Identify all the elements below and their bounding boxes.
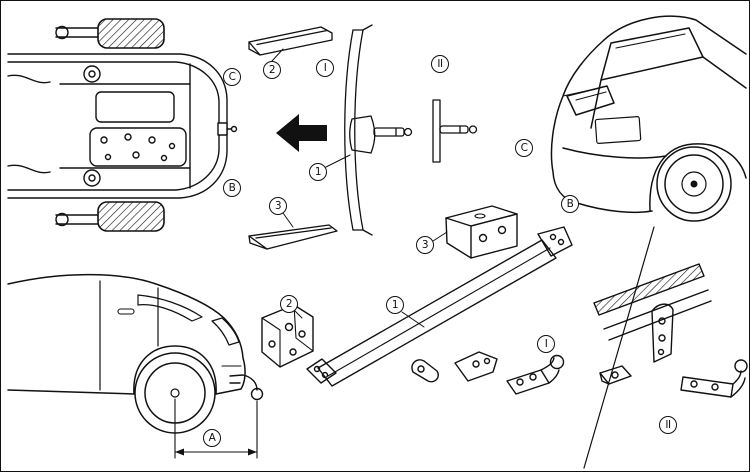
leader-lines-assembly xyxy=(294,231,448,328)
callout-exploded-part-2: 2 xyxy=(263,61,281,79)
underbody-view xyxy=(7,18,238,232)
callout-assembly-part-2: 2 xyxy=(280,295,298,313)
towbar-assembly xyxy=(261,205,573,395)
small-clip-1 xyxy=(411,359,439,383)
towball-bracket-i xyxy=(506,354,565,395)
towball-bracket-ii xyxy=(680,359,748,398)
small-tab-detail xyxy=(599,365,632,385)
callout-bracket-part-3: 3 xyxy=(416,236,434,254)
rear-car-view xyxy=(550,15,747,222)
bracket-3 xyxy=(445,205,518,259)
exploded-strip-3 xyxy=(248,224,338,250)
crossmember-bar xyxy=(306,226,573,387)
callout-underbody-point-c: C xyxy=(223,68,241,86)
tire-top xyxy=(97,18,165,49)
callout-rear-point-c: C xyxy=(515,139,533,157)
bumper-lower-strip xyxy=(344,24,373,236)
callout-assembly-variant-i: I xyxy=(537,335,555,353)
callout-dimension-a: A xyxy=(203,429,221,447)
variant-ii-detail xyxy=(583,226,748,469)
callout-exploded-variant-ii: II xyxy=(431,55,449,73)
variant-ii-plate-pin xyxy=(432,99,478,163)
leader-lines-exploded xyxy=(271,48,351,228)
exploded-strip-2 xyxy=(248,26,333,56)
callout-detail-variant-ii: II xyxy=(659,416,677,434)
bracket-2 xyxy=(261,304,314,368)
mount-bracket-detail xyxy=(651,303,674,363)
side-car-view xyxy=(7,273,264,459)
assembly-direction-arrow xyxy=(276,114,327,152)
crossmember-end-pin xyxy=(349,115,413,154)
bumper-cross-section xyxy=(593,263,712,341)
exploded-view xyxy=(248,24,478,250)
hitch-stub xyxy=(217,122,228,136)
dimension-a-lines xyxy=(174,398,258,459)
callout-exploded-part-1: 1 xyxy=(309,163,327,181)
callout-exploded-variant-i: I xyxy=(316,59,334,77)
callout-rear-point-b: B xyxy=(561,195,579,213)
tire-bottom xyxy=(97,201,165,232)
callout-underbody-point-b: B xyxy=(223,179,241,197)
small-clip-2 xyxy=(454,351,498,382)
towball-on-car xyxy=(229,374,264,401)
callout-assembly-part-1: 1 xyxy=(386,296,404,314)
section-divider xyxy=(583,226,655,469)
callout-exploded-part-3: 3 xyxy=(269,197,287,215)
